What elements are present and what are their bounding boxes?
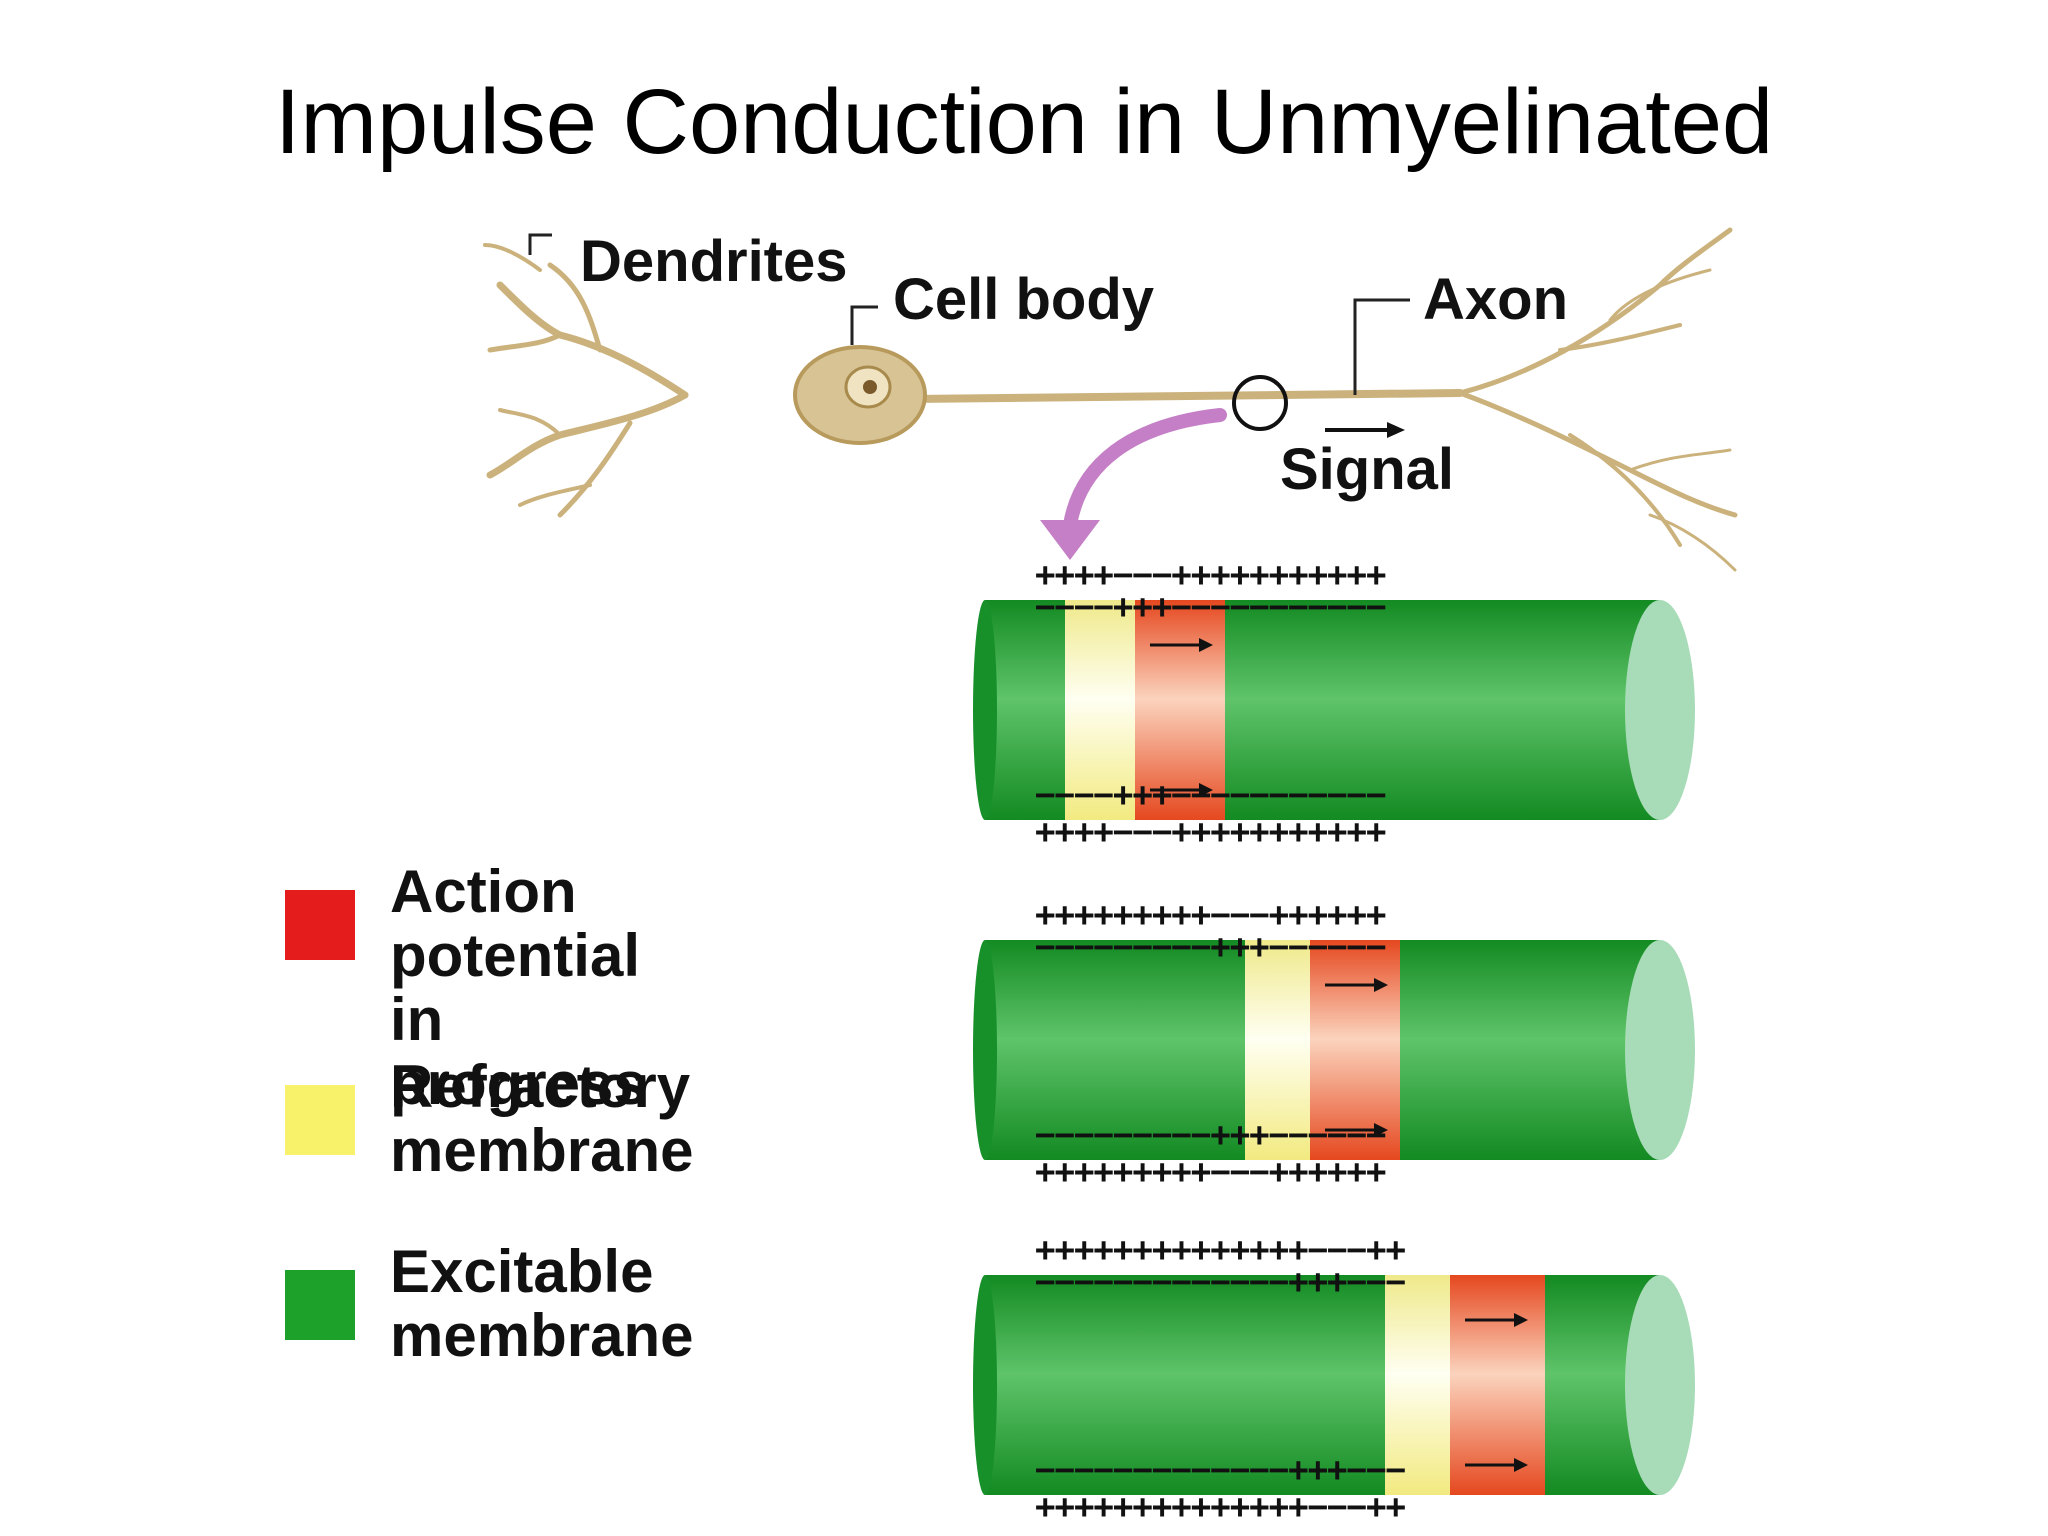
neuron-illustration bbox=[483, 227, 1738, 572]
action-potential-region bbox=[1450, 1275, 1545, 1495]
outside-charges-bottom: ++++−−−+++++++++++ bbox=[1035, 812, 1386, 852]
legend-action-potential-line2: in progress bbox=[390, 986, 647, 1117]
axon-label: Axon bbox=[1423, 267, 1568, 332]
legend-refractory-line1: Refractory bbox=[390, 1053, 691, 1120]
cell-body-label: Cell body bbox=[893, 267, 1155, 332]
refractory-swatch bbox=[285, 1085, 355, 1155]
axon-cylinder-end-cap bbox=[1625, 600, 1695, 820]
conduction-arrowhead bbox=[1199, 638, 1213, 652]
conduction-arrowhead bbox=[1199, 783, 1213, 797]
signal-label: Signal bbox=[1280, 437, 1455, 502]
excitable-swatch bbox=[285, 1270, 355, 1340]
action-potential-swatch bbox=[285, 890, 355, 960]
inside-charges-bottom: −−−−+++−−−−−−−−−−− bbox=[1035, 775, 1386, 815]
refractory-membrane-region bbox=[1065, 600, 1135, 820]
action-potential-region bbox=[1310, 940, 1400, 1160]
inside-charges-top: −−−−−−−−−+++−−−−−− bbox=[1035, 927, 1386, 967]
outside-charges-top: ++++++++++++++−−−++ bbox=[1035, 1230, 1406, 1270]
refractory-membrane-region bbox=[1385, 1275, 1450, 1495]
legend-excitable-line2: membrane bbox=[390, 1302, 694, 1369]
dendrites-label: Dendrites bbox=[580, 229, 848, 294]
slide-title: Impulse Conduction in Unmyelinated bbox=[274, 71, 1774, 173]
excitable-membrane-region bbox=[985, 1275, 1660, 1495]
conduction-arrowhead bbox=[1374, 1123, 1388, 1137]
legend-refractory-line2: membrane bbox=[390, 1117, 694, 1184]
axon-cylinder-end-cap bbox=[1625, 940, 1695, 1160]
conduction-arrowhead bbox=[1374, 978, 1388, 992]
refractory-membrane-region bbox=[1245, 940, 1310, 1160]
outside-charges-bottom: +++++++++−−−++++++ bbox=[1035, 1152, 1386, 1192]
axon-cylinder-back-edge bbox=[973, 1275, 997, 1495]
inside-charges-bottom: −−−−−−−−−−−−−+++−−− bbox=[1035, 1450, 1406, 1490]
inside-charges-top: −−−−+++−−−−−−−−−−− bbox=[1035, 587, 1386, 627]
inside-charges-top: −−−−−−−−−−−−−+++−−− bbox=[1035, 1262, 1406, 1302]
axon-cylinder-end-cap bbox=[1625, 1275, 1695, 1495]
legend-excitable-line1: Excitable bbox=[390, 1238, 654, 1305]
conduction-arrowhead bbox=[1514, 1458, 1528, 1472]
outside-charges-top: +++++++++−−−++++++ bbox=[1035, 895, 1386, 935]
axon-cylinder-back-edge bbox=[973, 600, 997, 820]
inside-charges-bottom: −−−−−−−−−+++−−−−−− bbox=[1035, 1115, 1386, 1155]
axon-cylinder-back-edge bbox=[973, 940, 997, 1160]
outside-charges-bottom: ++++++++++++++−−−++ bbox=[1035, 1487, 1406, 1527]
action-potential-region bbox=[1135, 600, 1225, 820]
outside-charges-top: ++++−−−+++++++++++ bbox=[1035, 555, 1386, 595]
legend-action-potential-line1: Action potential bbox=[390, 858, 640, 989]
conduction-arrowhead bbox=[1514, 1313, 1528, 1327]
